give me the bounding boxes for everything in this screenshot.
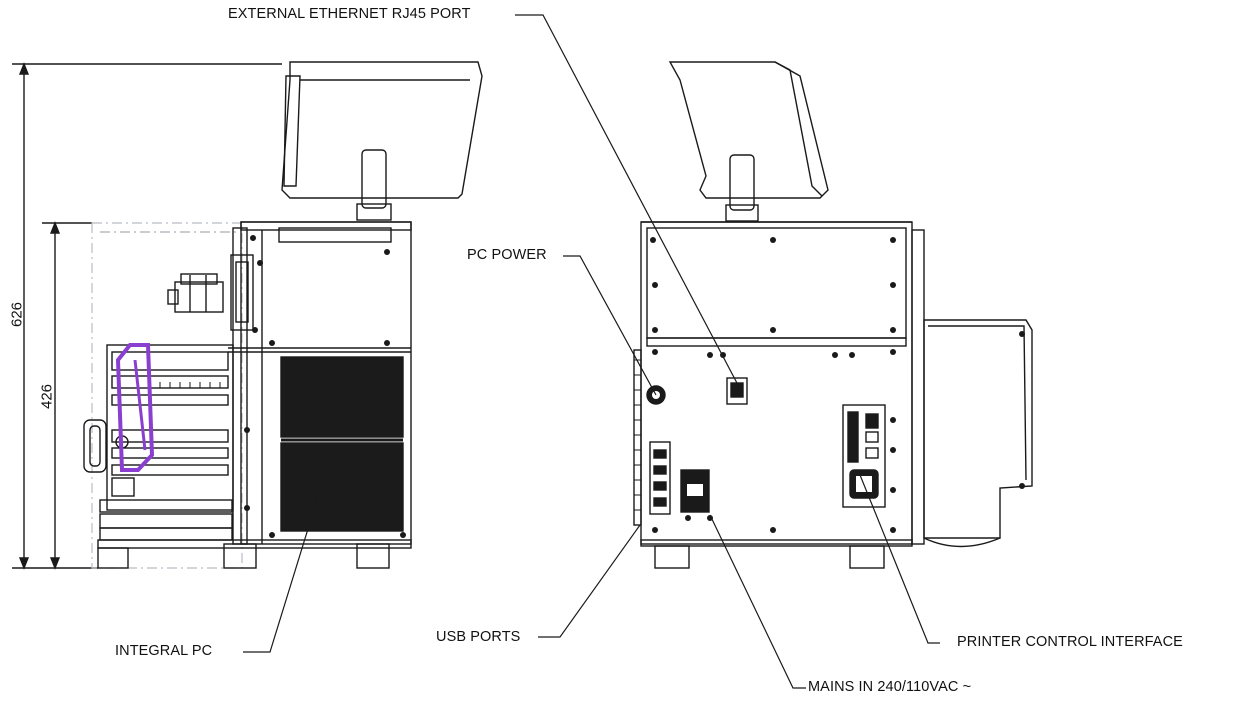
side-monitor [281, 61, 483, 221]
ethernet-port [726, 377, 748, 405]
side-view [83, 61, 483, 569]
label-usb-ports: USB PORTS [436, 629, 521, 645]
side-module [923, 319, 1033, 548]
rear-view [633, 61, 1033, 569]
label-integral-pc: INTEGRAL PC [115, 643, 213, 659]
label-pc-power: PC POWER [467, 247, 547, 263]
label-printer-control-interface: PRINTER CONTROL INTERFACE [957, 634, 1183, 650]
leader-lines [243, 14, 940, 689]
usb-ports [649, 441, 671, 515]
rear-monitor [668, 61, 829, 222]
dimension-426-label: 426 [38, 383, 56, 410]
dimension-626 [12, 62, 282, 570]
printer-control-interface [842, 404, 886, 508]
label-ethernet-port: EXTERNAL ETHERNET RJ45 PORT [228, 6, 471, 22]
integral-pc-vents [280, 356, 404, 532]
mains-inlet [680, 469, 710, 513]
print-mechanism [83, 254, 254, 541]
label-mains-in: MAINS IN 240/110VAC ~ [808, 679, 972, 695]
dimension-426 [42, 221, 92, 570]
dimension-626-label: 626 [8, 301, 26, 328]
